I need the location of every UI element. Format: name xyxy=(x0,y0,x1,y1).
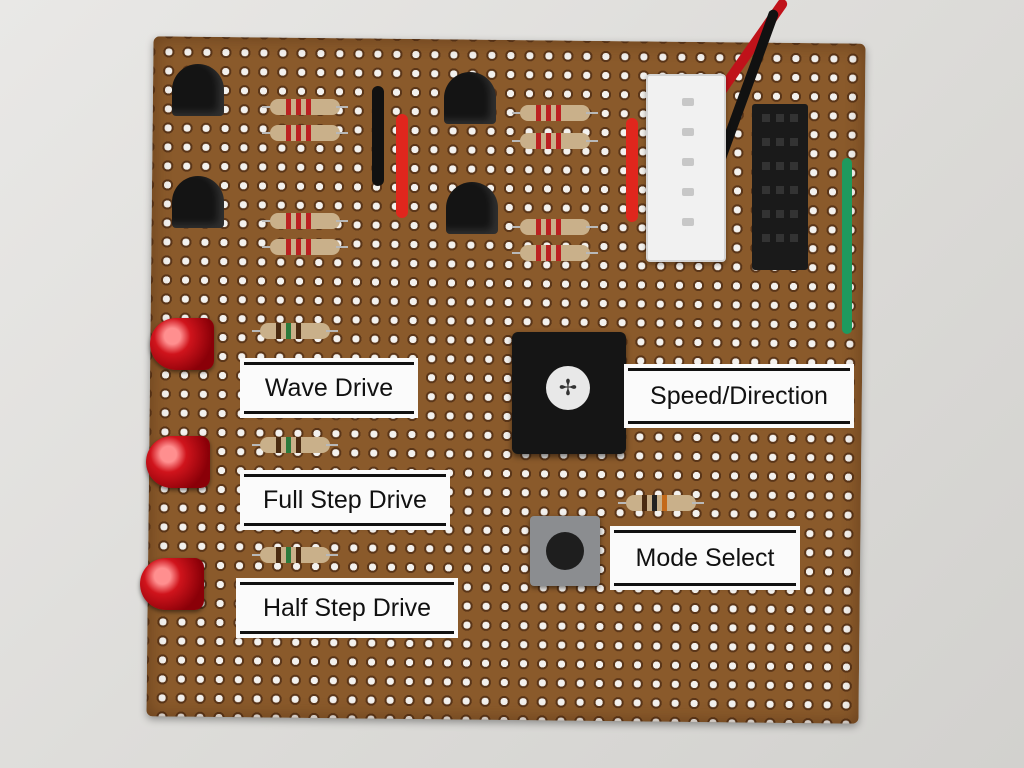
resistor-mode xyxy=(618,494,704,512)
resistor-r1 xyxy=(262,98,348,116)
green-jumper xyxy=(842,158,852,334)
resistor-r5 xyxy=(512,104,598,122)
transistor-3 xyxy=(444,72,496,124)
potentiometer: ✢ xyxy=(512,332,626,454)
red-jumper-1 xyxy=(396,114,408,218)
push-button-cap xyxy=(546,532,584,570)
led-half xyxy=(140,558,204,610)
pin-header xyxy=(752,104,808,270)
resistor-r6 xyxy=(512,132,598,150)
resistor-led-2 xyxy=(252,436,338,454)
resistor-r7 xyxy=(512,218,598,236)
resistor-r2 xyxy=(262,124,348,142)
label-wave-drive: Wave Drive xyxy=(244,362,414,414)
black-jumper xyxy=(372,86,384,186)
label-full-step-drive: Full Step Drive xyxy=(244,474,446,526)
label-mode-select: Mode Select xyxy=(614,530,796,586)
label-half-step-drive: Half Step Drive xyxy=(240,582,454,634)
resistor-led-1 xyxy=(252,322,338,340)
transistor-2 xyxy=(172,176,224,228)
pot-knob-icon: ✢ xyxy=(546,366,590,410)
resistor-led-3 xyxy=(252,546,338,564)
resistor-r4 xyxy=(262,238,348,256)
resistor-r8 xyxy=(512,244,598,262)
label-speed-direction: Speed/Direction xyxy=(628,368,850,424)
motor-connector xyxy=(646,74,726,262)
led-full xyxy=(146,436,210,488)
transistor-1 xyxy=(172,64,224,116)
push-button-switch xyxy=(530,516,600,586)
resistor-r3 xyxy=(262,212,348,230)
transistor-4 xyxy=(446,182,498,234)
red-jumper-2 xyxy=(626,118,638,222)
led-wave xyxy=(150,318,214,370)
